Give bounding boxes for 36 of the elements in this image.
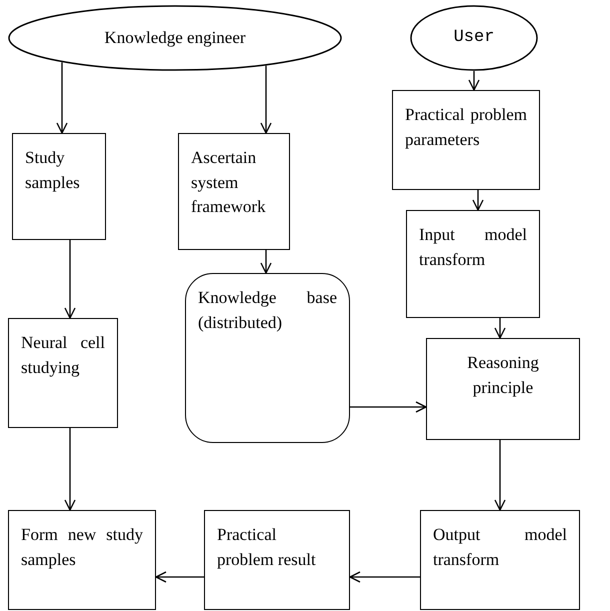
arrow bbox=[468, 71, 480, 91]
node-label: Output model transform bbox=[433, 524, 567, 571]
node-label: Neural cell studying bbox=[21, 332, 105, 379]
arrow bbox=[349, 571, 420, 583]
node-label: Form new study samples bbox=[21, 524, 143, 571]
arrow bbox=[64, 428, 76, 511]
arrow bbox=[494, 440, 506, 511]
node-label: Practical problem parameters bbox=[405, 104, 527, 151]
arrow bbox=[472, 190, 484, 211]
process-box bbox=[8, 510, 156, 610]
process-box bbox=[420, 510, 580, 610]
node-label: Ascertain system framework bbox=[191, 147, 267, 218]
arrow bbox=[494, 318, 506, 339]
arrow bbox=[350, 401, 427, 413]
actor-ellipse bbox=[410, 5, 538, 71]
process-box bbox=[204, 510, 350, 610]
arrow bbox=[260, 66, 272, 134]
node-label: Input model transform bbox=[419, 224, 527, 271]
process-box bbox=[12, 133, 106, 240]
arrow bbox=[260, 250, 272, 274]
node-label: Knowledge engineer bbox=[104, 26, 246, 49]
actor-ellipse bbox=[8, 5, 342, 71]
process-box bbox=[178, 133, 290, 250]
process-box bbox=[8, 318, 118, 428]
arrow bbox=[56, 62, 68, 134]
arrow bbox=[64, 240, 76, 319]
process-box bbox=[406, 210, 540, 318]
node-label: Practical problem result bbox=[217, 524, 317, 571]
process-box bbox=[426, 338, 580, 440]
data-store-box bbox=[185, 273, 350, 443]
node-label: User bbox=[454, 26, 494, 49]
node-label: Knowledge base (distributed) bbox=[198, 287, 337, 334]
process-box bbox=[392, 90, 540, 190]
node-label: Reasoning principle bbox=[466, 352, 540, 399]
arrow bbox=[155, 571, 204, 583]
node-label: Study samples bbox=[25, 147, 81, 194]
